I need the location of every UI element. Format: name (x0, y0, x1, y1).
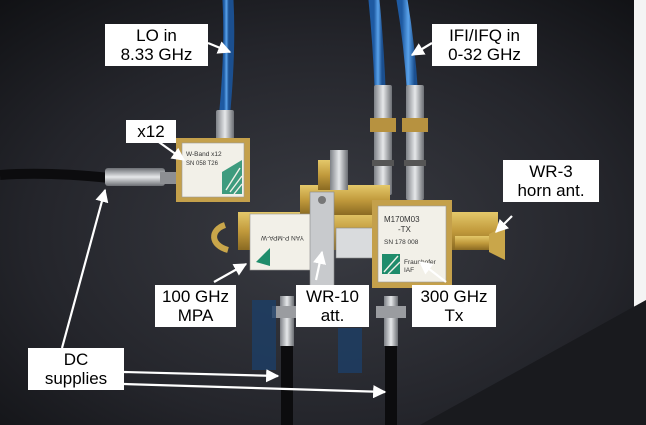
label-ifi-ifq: IFI/IFQ in 0-32 GHz (432, 24, 537, 66)
label-x12: x12 (126, 120, 176, 143)
label-wr3-line2: horn ant. (517, 181, 585, 200)
label-tx: 300 GHz Tx (412, 285, 496, 327)
svg-text:SN 058 T26: SN 058 T26 (186, 161, 219, 167)
label-wr10: WR-10 att. (296, 285, 369, 327)
label-mpa: 100 GHz MPA (155, 285, 236, 327)
label-lo-in-line2: 8.33 GHz (120, 45, 193, 64)
label-lo-in-line1: LO in (136, 26, 177, 45)
label-wr10-line2: att. (320, 306, 345, 325)
svg-text:SN 178 008: SN 178 008 (384, 239, 419, 246)
label-lo-in: LO in 8.33 GHz (105, 24, 208, 66)
right-module-text: M170M03 (384, 215, 420, 224)
label-dc-line1: DC (63, 350, 89, 369)
attenuator (309, 191, 377, 303)
left-module-text: W-Band x12 (186, 151, 222, 158)
tx-module: M170M03 -TX SN 178 008 Fraunhofer IAF (372, 200, 452, 288)
dc-cables-lower (252, 296, 406, 425)
label-tx-line1: 300 GHz (420, 287, 488, 306)
label-wr3-line1: WR-3 (529, 162, 573, 181)
label-mpa-line1: 100 GHz (161, 287, 230, 306)
label-dc-supplies: DC supplies (28, 348, 124, 390)
label-x12-line1: x12 (137, 122, 165, 141)
label-tx-line2: Tx (444, 306, 464, 325)
svg-text:Fraunhofer: Fraunhofer (404, 259, 437, 266)
svg-text:IAF: IAF (404, 267, 414, 274)
label-dc-line2: supplies (44, 369, 108, 388)
mpa-module: YAN P-MPA-W (249, 213, 313, 271)
label-wr3: WR-3 horn ant. (503, 160, 599, 202)
mid-module-text: YAN P-MPA-W (260, 234, 304, 241)
label-wr10-line1: WR-10 (306, 287, 359, 306)
x12-module: W-Band x12 SN 058 T26 (176, 138, 250, 202)
label-mpa-line2: MPA (177, 306, 214, 325)
label-ifi-ifq-line1: IFI/IFQ in (449, 26, 520, 45)
svg-text:-TX: -TX (398, 225, 412, 234)
label-ifi-ifq-line2: 0-32 GHz (448, 45, 521, 64)
